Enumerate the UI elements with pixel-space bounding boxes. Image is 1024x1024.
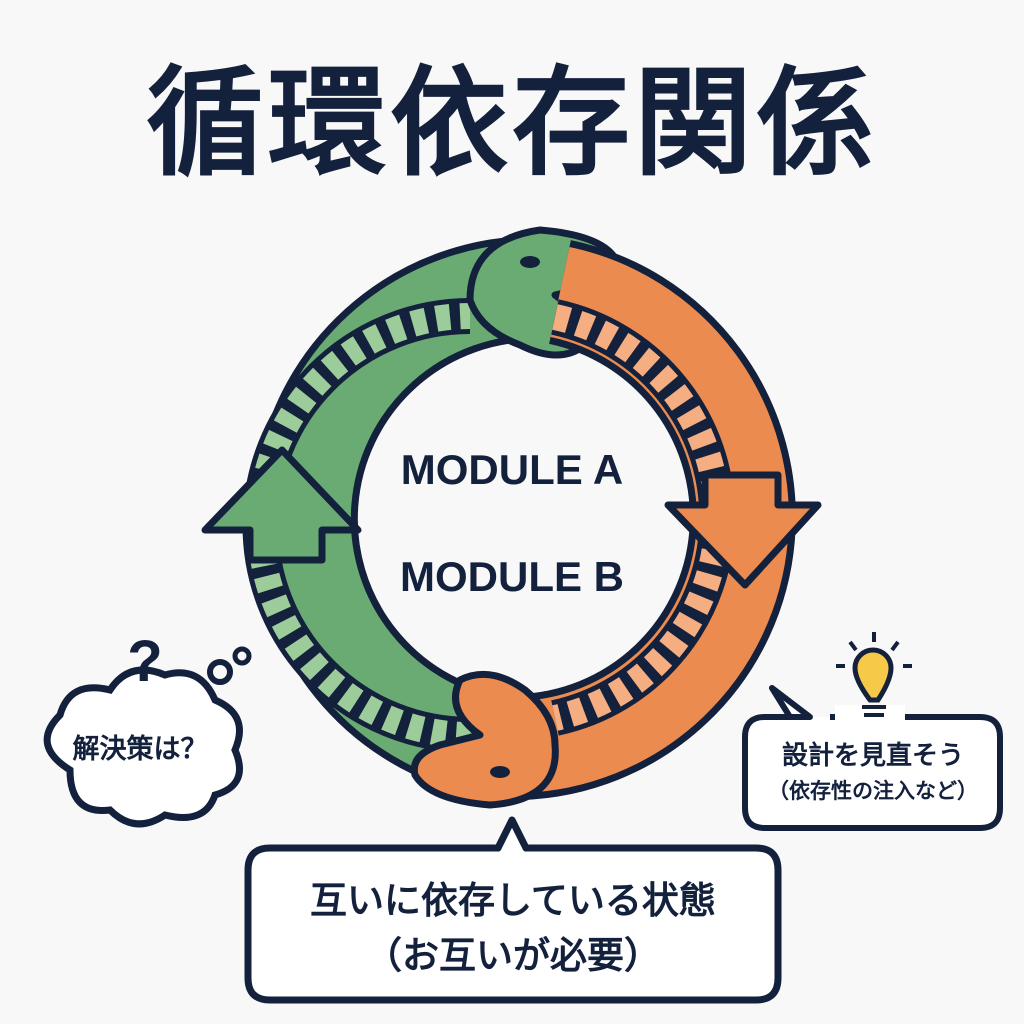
green-snake-module-a [201,226,622,800]
orange-snake-eye [490,766,510,778]
main-speech-bubble [244,816,782,1004]
main-bubble-line1: 互いに依存している状態 [310,879,716,922]
idea-line1: 設計を見直そう [781,741,964,771]
module-b-label: MODULE B [400,553,624,600]
orange-snake-module-b [410,240,822,809]
idea-line2: （依存性の注入など） [768,779,978,803]
module-a-label: MODULE A [400,446,624,493]
thought-text: 解決策は？ [72,734,208,765]
orange-arrowhead-down [664,471,822,589]
green-snake-eye [520,256,540,268]
thought-cloud [43,646,252,828]
lightbulb-icon [836,632,912,717]
question-mark-icon: ? [127,629,163,694]
green-arrowhead-up [201,446,362,564]
page-title: 循環依存関係 [145,54,878,192]
main-bubble-line2: （お互いが必要） [365,934,661,977]
idea-bubble [742,632,1003,831]
orange-snake-head [410,670,559,809]
